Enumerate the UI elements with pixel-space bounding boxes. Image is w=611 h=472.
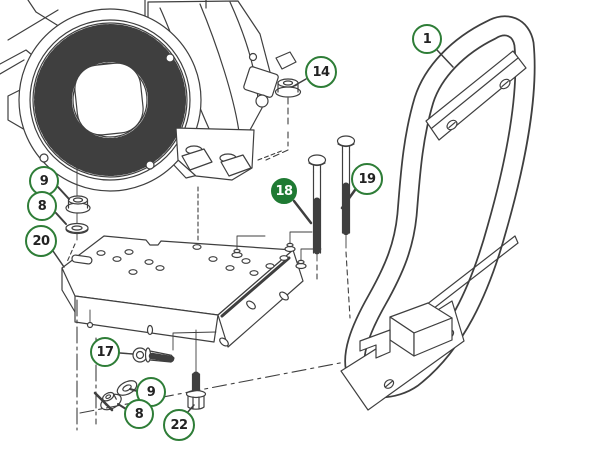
callout-9-bottom[interactable]: 9 bbox=[136, 377, 166, 407]
callout-1[interactable]: 1 bbox=[412, 24, 442, 54]
callout-number: 18 bbox=[275, 183, 293, 199]
callout-20[interactable]: 20 bbox=[25, 225, 57, 257]
callout-number: 14 bbox=[312, 64, 330, 80]
mounting-plate bbox=[61, 231, 322, 348]
callout-number: 19 bbox=[358, 171, 376, 187]
callout-number: 8 bbox=[134, 406, 144, 422]
engine-illustration bbox=[0, 0, 297, 192]
callout-number: 20 bbox=[32, 233, 50, 249]
callout-19[interactable]: 19 bbox=[351, 163, 383, 195]
callout-22[interactable]: 22 bbox=[163, 409, 195, 441]
callout-number: 22 bbox=[170, 417, 188, 433]
hardware-fasteners bbox=[65, 78, 356, 412]
callout-8-bottom[interactable]: 8 bbox=[124, 399, 154, 429]
callout-17[interactable]: 17 bbox=[90, 337, 120, 367]
callout-8-left[interactable]: 8 bbox=[27, 191, 57, 221]
callout-number: 1 bbox=[422, 31, 432, 47]
callout-18[interactable]: 18 bbox=[271, 178, 297, 204]
callout-number: 8 bbox=[37, 198, 47, 214]
projection-lines bbox=[66, 97, 351, 431]
callout-number: 9 bbox=[146, 384, 156, 400]
handle-frame bbox=[340, 15, 536, 411]
callout-number: 9 bbox=[39, 173, 49, 189]
callout-leader-lines bbox=[52, 49, 454, 414]
callout-number: 17 bbox=[96, 344, 114, 360]
callout-14[interactable]: 14 bbox=[305, 56, 337, 88]
